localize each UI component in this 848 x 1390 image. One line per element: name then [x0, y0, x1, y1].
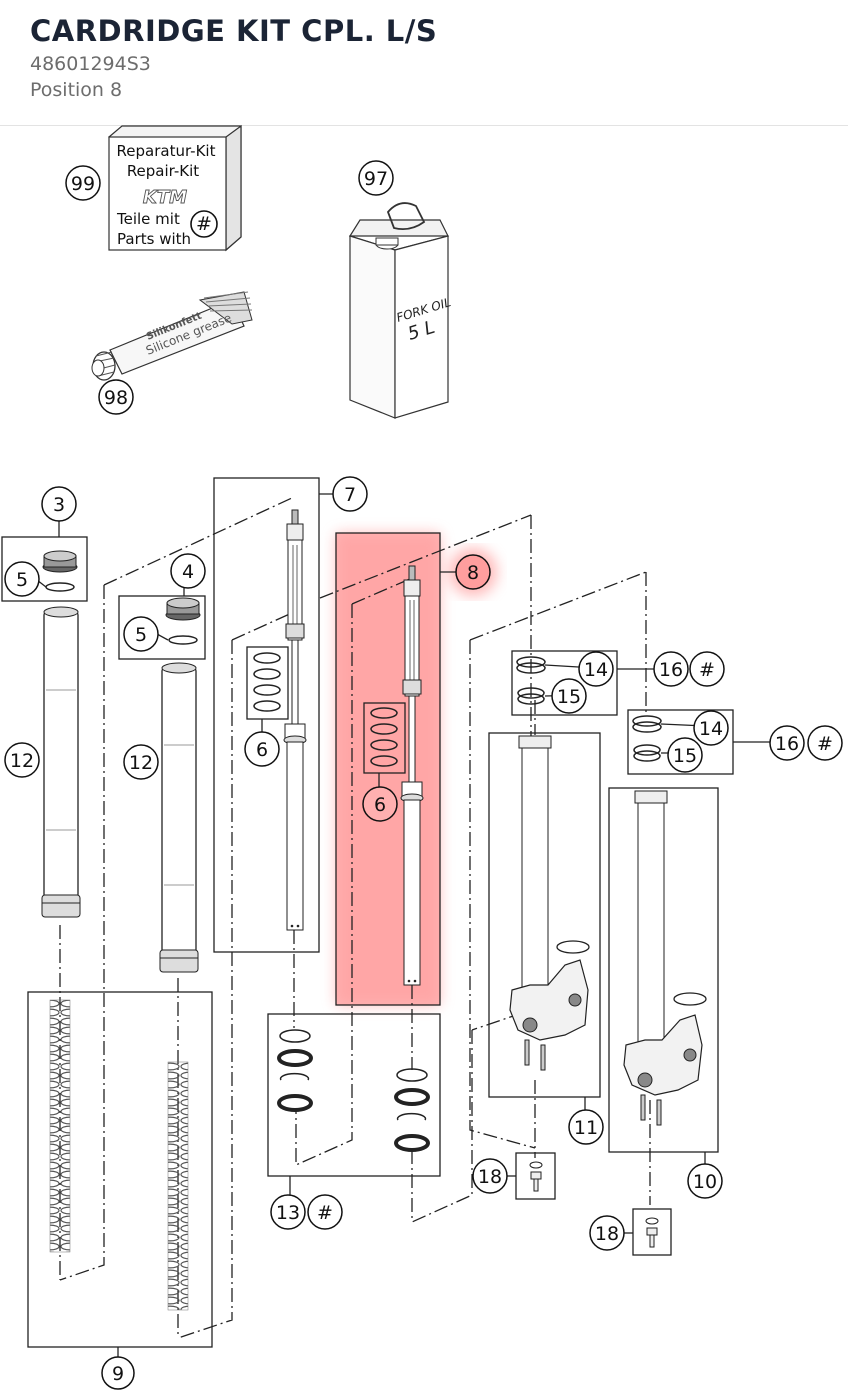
callout-16a[interactable]: 16: [653, 651, 689, 687]
callout-14b[interactable]: 14: [693, 710, 729, 746]
callout-15a-label: 15: [557, 686, 581, 708]
callout-16b[interactable]: 16: [769, 725, 805, 761]
repair-kit-box[interactable]: Reparatur-Kit Repair-Kit KTM Teile mit P…: [108, 124, 242, 252]
callout-9[interactable]: 9: [101, 1356, 135, 1390]
callout-13[interactable]: 13: [270, 1194, 306, 1230]
part-13-seal-kit[interactable]: [267, 1013, 441, 1195]
callout-15b-label: 15: [673, 745, 697, 767]
callout-4-label: 4: [182, 561, 194, 583]
callout-12a[interactable]: 12: [4, 742, 40, 778]
callout-10-label: 10: [693, 1171, 717, 1193]
header: CARDRIDGE KIT CPL. L/S 48601294S3 Positi…: [0, 0, 848, 126]
ktm-logo: KTM: [143, 187, 187, 208]
callout-18b-label: 18: [595, 1223, 619, 1245]
silicone-grease-tube[interactable]: Silikonfett Silicone grease: [91, 291, 253, 381]
callout-16a-hash-label: #: [699, 659, 715, 681]
callout-14a-label: 14: [584, 659, 608, 681]
callout-13-label: 13: [276, 1202, 300, 1224]
part-11-outer-tube-left[interactable]: [488, 732, 601, 1112]
callout-15b[interactable]: 15: [667, 737, 703, 773]
callout-11[interactable]: 11: [568, 1109, 604, 1145]
position-label: Position 8: [30, 79, 123, 101]
callout-99-label: 99: [71, 173, 95, 195]
callout-7-label: 7: [344, 484, 356, 506]
callout-3[interactable]: 3: [41, 486, 77, 522]
callout-3-label: 3: [53, 494, 65, 516]
callout-5a[interactable]: 5: [4, 561, 40, 597]
callout-8[interactable]: 8: [455, 554, 491, 590]
fork-oil-can[interactable]: FORK OIL 5 L: [348, 202, 452, 419]
kit-line-1: Reparatur-Kit: [117, 142, 216, 160]
callout-9-label: 9: [112, 1363, 124, 1385]
callout-12b[interactable]: 12: [123, 744, 159, 780]
callout-6a-label: 6: [256, 739, 268, 761]
kit-line-3: Teile mit: [116, 210, 180, 228]
part-7-cartridge-left[interactable]: [213, 477, 336, 953]
callout-7[interactable]: 7: [332, 476, 368, 512]
kit-line-2: Repair-Kit: [127, 162, 199, 180]
part-14-15-bushings-left[interactable]: [511, 650, 654, 716]
callout-6b[interactable]: 6: [362, 786, 398, 822]
part-9-springs[interactable]: [27, 991, 213, 1358]
part-8-cartridge-highlighted[interactable]: [335, 532, 458, 1006]
callout-5a-label: 5: [16, 569, 28, 591]
part-18-screw-right[interactable]: [624, 1208, 672, 1256]
callout-98-label: 98: [104, 387, 128, 409]
callout-18a[interactable]: 18: [472, 1158, 508, 1194]
callout-97-label: 97: [364, 168, 388, 190]
callout-5b-label: 5: [135, 624, 147, 646]
callout-98[interactable]: 98: [98, 379, 134, 415]
page-title: CARDRIDGE KIT CPL. L/S: [30, 14, 438, 48]
callout-8-label: 8: [467, 562, 479, 584]
callout-99[interactable]: 99: [65, 165, 101, 201]
callout-16a-label: 16: [659, 659, 683, 681]
kit-line-4: Parts with: [117, 230, 191, 248]
part-12-fork-tube-left[interactable]: [41, 606, 81, 918]
callout-6a[interactable]: 6: [244, 731, 280, 767]
callout-13-hash-label: #: [317, 1202, 333, 1224]
callout-15a[interactable]: 15: [551, 678, 587, 714]
part-number: 48601294S3: [30, 53, 151, 75]
callout-16b-label: 16: [775, 733, 799, 755]
callout-16a-hash[interactable]: #: [689, 651, 725, 687]
part-12-fork-tube-right[interactable]: [159, 662, 199, 973]
part-10-outer-tube-right[interactable]: [608, 787, 719, 1166]
callout-14b-label: 14: [699, 718, 723, 740]
kit-hash-symbol: #: [196, 213, 212, 235]
callout-18b[interactable]: 18: [589, 1215, 625, 1251]
callout-6b-label: 6: [374, 794, 386, 816]
callout-97[interactable]: 97: [358, 160, 394, 196]
part-4-fork-cap[interactable]: [118, 588, 206, 660]
callout-12a-label: 12: [10, 750, 34, 772]
part-18-screw-left[interactable]: [507, 1152, 556, 1200]
callout-16b-hash-label: #: [817, 733, 833, 755]
callout-10[interactable]: 10: [687, 1163, 723, 1199]
callout-18a-label: 18: [478, 1166, 502, 1188]
callout-14a[interactable]: 14: [578, 651, 614, 687]
callout-11-label: 11: [574, 1117, 598, 1139]
callout-12b-label: 12: [129, 752, 153, 774]
callout-13-hash[interactable]: #: [307, 1194, 343, 1230]
part-14-15-bushings-right[interactable]: [627, 709, 770, 775]
callout-4[interactable]: 4: [170, 553, 206, 589]
callout-5b[interactable]: 5: [123, 616, 159, 652]
callout-16b-hash[interactable]: #: [807, 725, 843, 761]
